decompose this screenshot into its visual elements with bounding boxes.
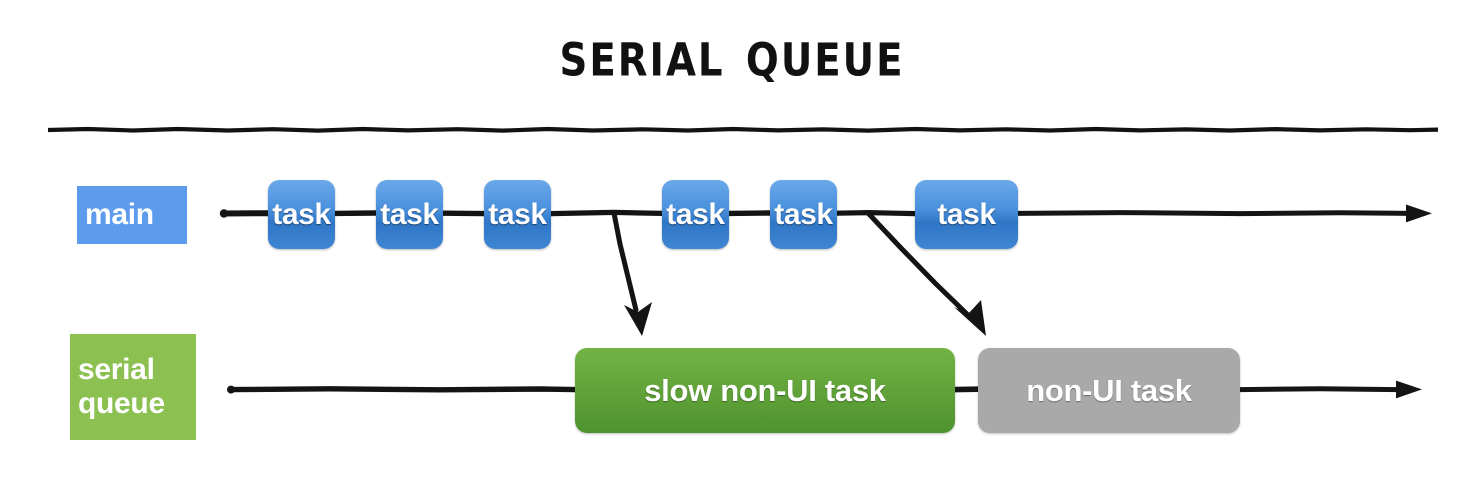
lane-label-serial-queue-line1: serial — [78, 353, 155, 386]
task-block-label: task — [666, 197, 725, 231]
task-block[interactable]: task — [662, 180, 729, 249]
task-block-label: task — [380, 197, 439, 231]
task-block-label: task — [272, 197, 331, 231]
queue-block-slow-non-ui-task[interactable]: slow non-UI task — [575, 348, 955, 433]
task-block-label: task — [774, 197, 833, 231]
task-block[interactable]: task — [770, 180, 837, 249]
header-divider — [48, 126, 1438, 133]
task-block-label: task — [488, 197, 547, 231]
lane-label-serial-queue: serial queue — [70, 334, 196, 440]
task-block[interactable]: task — [915, 180, 1018, 249]
task-block[interactable]: task — [376, 180, 443, 249]
queue-block-label: slow non-UI task — [644, 372, 886, 408]
lane-label-main: main — [77, 186, 187, 244]
dispatch-arrow-1 — [611, 210, 652, 336]
task-block-label: task — [937, 197, 996, 231]
task-block[interactable]: task — [484, 180, 551, 249]
lane-label-serial-queue-line2: queue — [78, 387, 165, 420]
queue-block-non-ui-task[interactable]: non-UI task — [978, 348, 1240, 433]
page-title: Serial Queue — [559, 14, 905, 92]
queue-block-label: non-UI task — [1026, 372, 1192, 408]
lane-label-main-text: main — [85, 198, 154, 231]
task-block[interactable]: task — [268, 180, 335, 249]
